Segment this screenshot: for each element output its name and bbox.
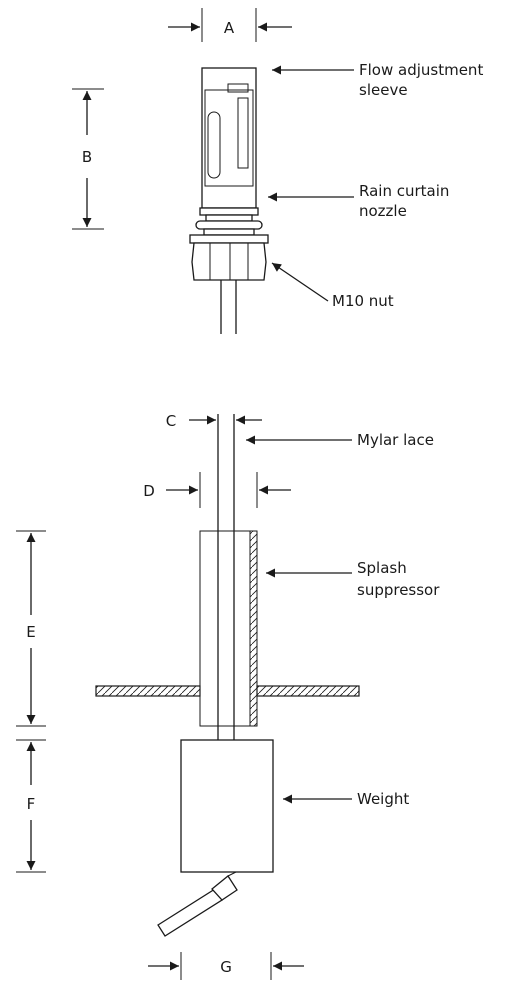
dimension-b-label: B [82,148,92,166]
dimension-f: F [16,739,46,873]
feed-tube [220,280,237,334]
mounting-plate [95,685,360,697]
dimension-g-label: G [220,958,232,976]
flow-sleeve-label-line1: Flow adjustment [359,61,483,79]
dimension-g: G [148,952,304,980]
dimension-d: D [143,472,291,508]
m10-nut-label: M10 nut [332,292,394,310]
weight-label: Weight [357,790,409,808]
lace-tail [157,871,238,937]
m10-nut-leader [271,262,329,302]
splash-suppressor-label-line1: Splash [357,559,407,577]
rain-curtain-nozzle [195,207,263,236]
mylar-lace [217,414,235,740]
dimension-e-label: E [26,623,35,641]
flow-sleeve-label-line2: sleeve [359,81,408,99]
mylar-lace-label: Mylar lace [357,431,434,449]
m10-nut [189,234,269,281]
dimension-a: A [168,8,292,42]
rain-nozzle-label-line2: nozzle [359,202,407,220]
weight [180,739,274,873]
dimension-d-label: D [143,482,155,500]
flow-adjustment-sleeve [201,67,257,209]
dimension-a-label: A [224,19,235,37]
splash-suppressor-label-line2: suppressor [357,581,440,599]
dimension-f-label: F [27,795,36,813]
rain-nozzle-label-line1: Rain curtain [359,182,449,200]
dimension-b: B [72,88,104,230]
dimension-c: C [166,412,262,430]
dimension-c-label: C [166,412,176,430]
dimension-e: E [16,530,46,727]
splash-suppressor [199,530,258,727]
